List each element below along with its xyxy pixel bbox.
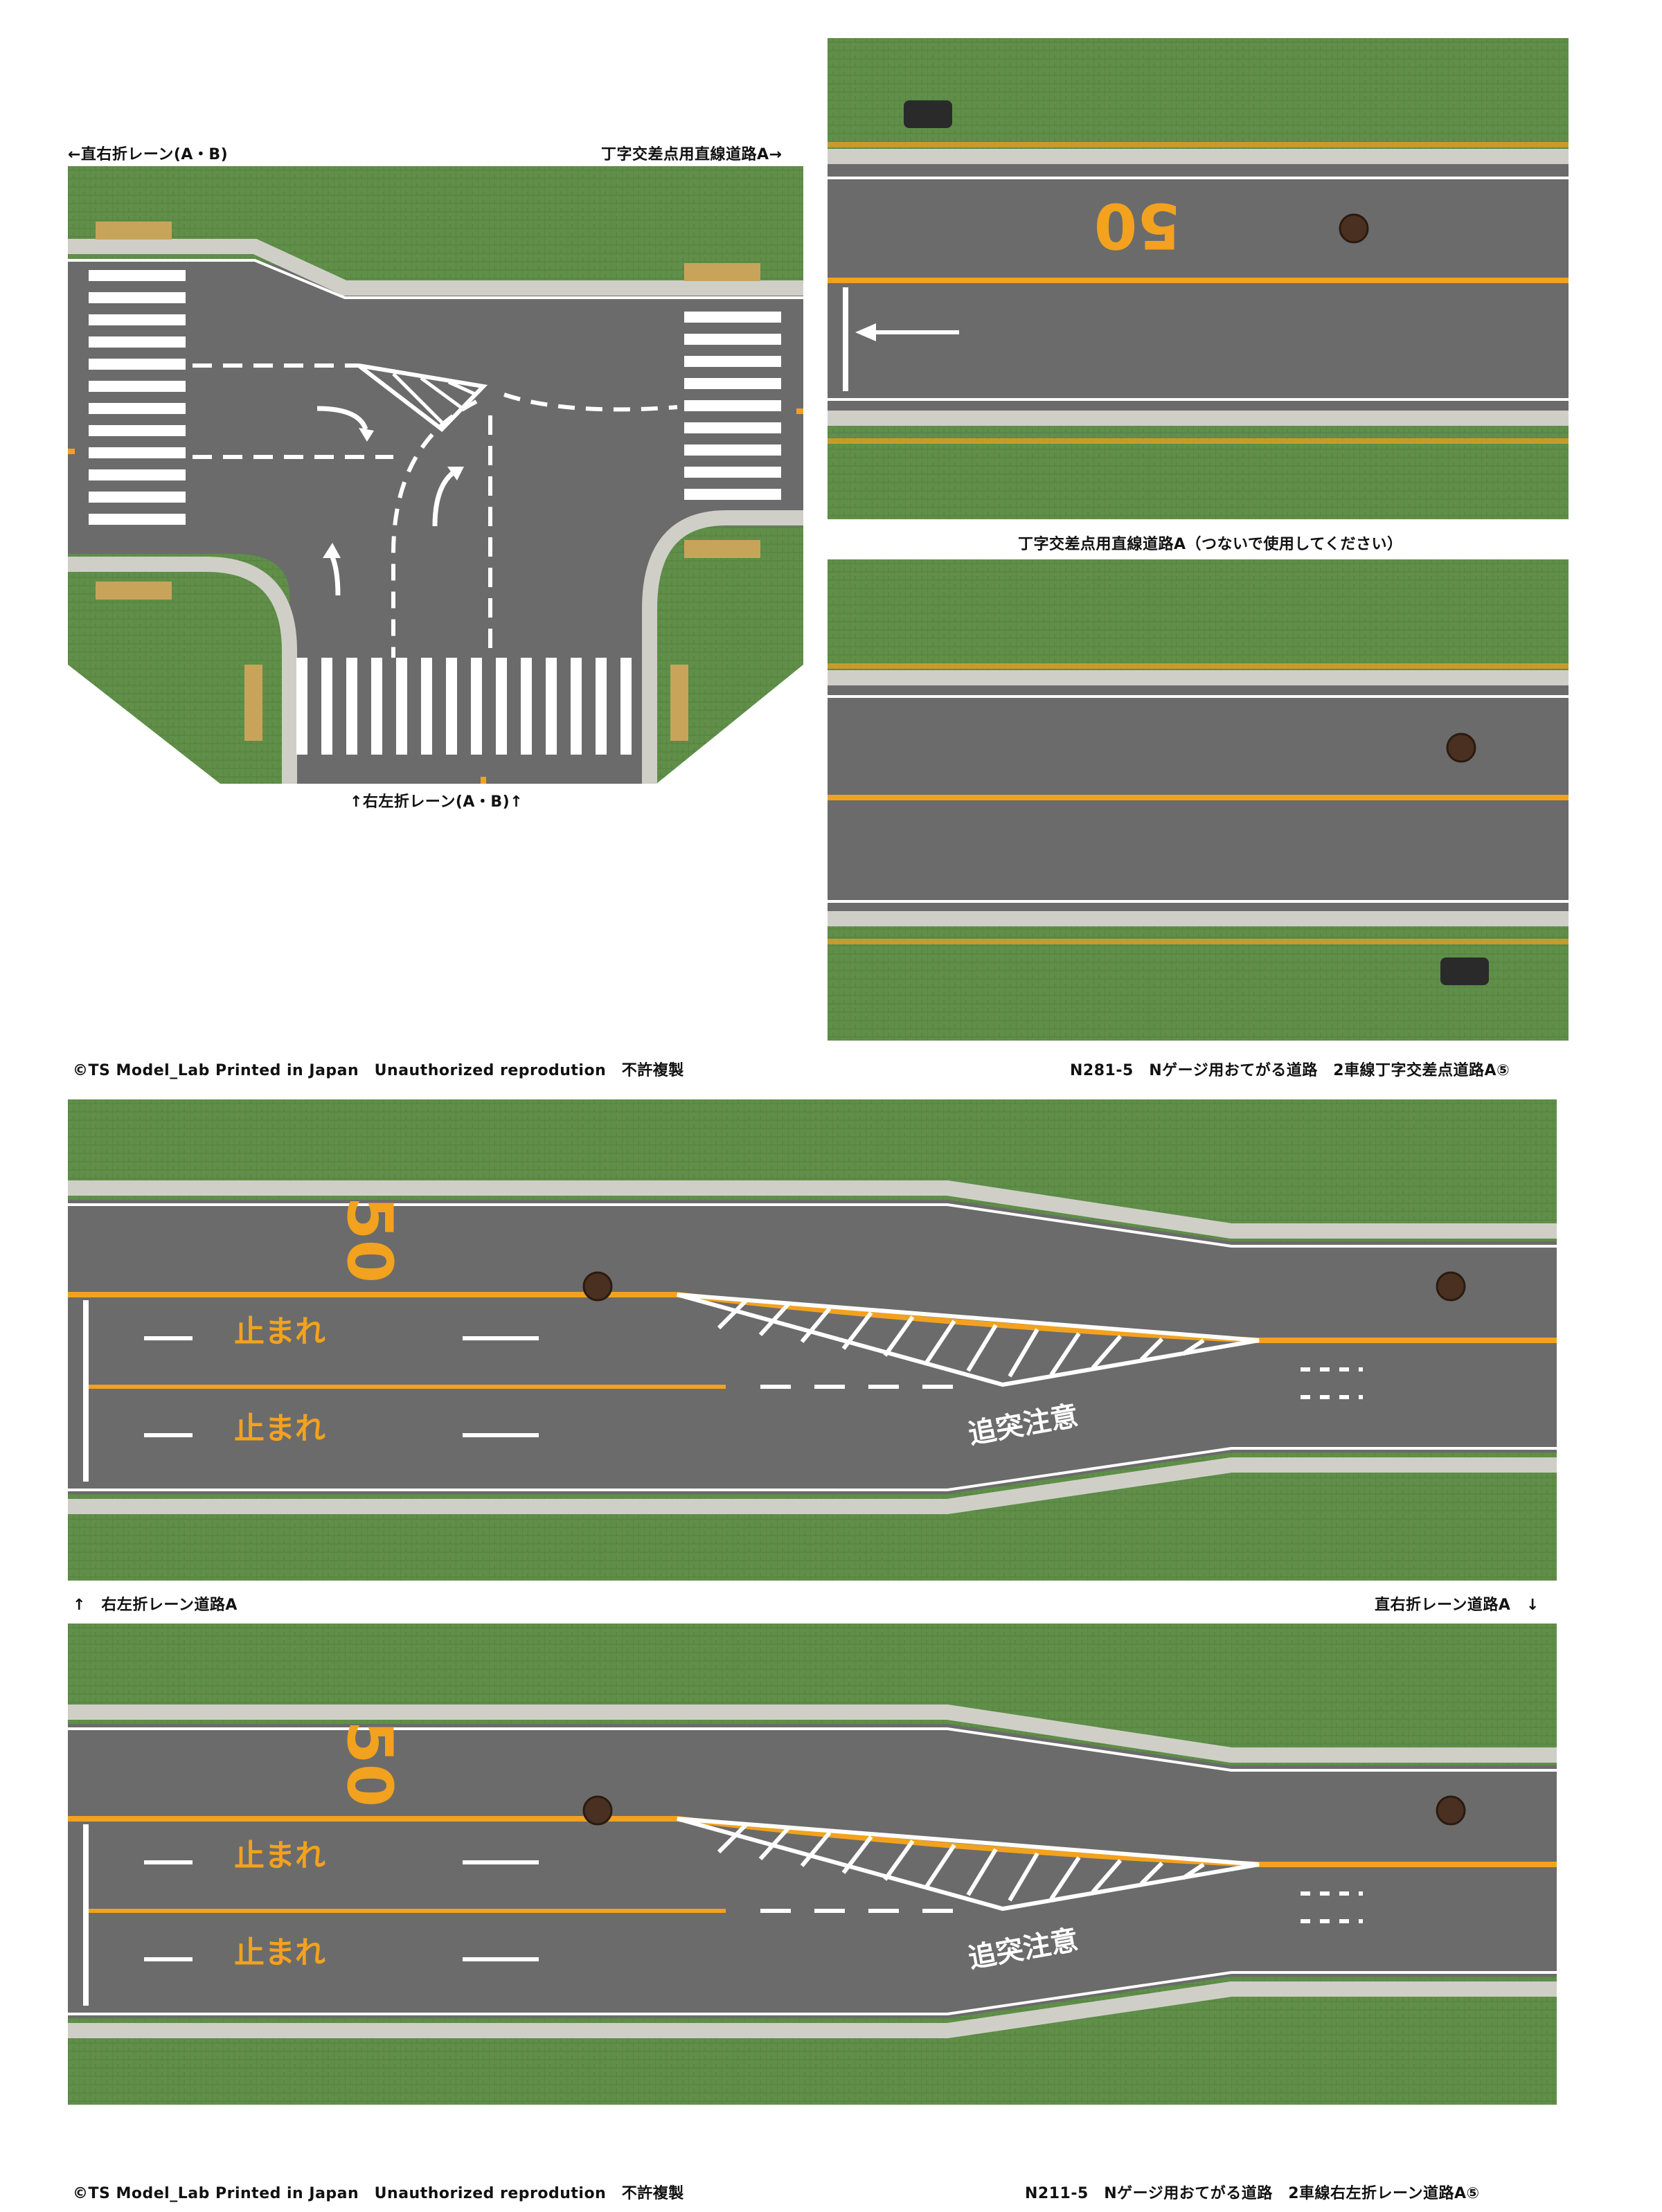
tjunction-panel bbox=[68, 166, 803, 784]
turn-lane-panel-2: 50 止まれ 止まれ 追突注意 bbox=[68, 1624, 1557, 2105]
speed-limit-text: 50 bbox=[1094, 189, 1181, 262]
stop-mark-upper: 止まれ bbox=[234, 1838, 325, 1873]
top-curb bbox=[68, 239, 803, 296]
center-line bbox=[828, 795, 1569, 800]
bottom-left-curb bbox=[68, 557, 297, 784]
lane-dash-right bbox=[503, 393, 678, 412]
product-bottom: N211-5 Nゲージ用おてがる道路 2車線右左折レーン道路A⑤ bbox=[1025, 2185, 1480, 2202]
straight-road-panel-2 bbox=[828, 559, 1569, 1041]
manhole-cover bbox=[1436, 1271, 1466, 1302]
asphalt bbox=[68, 1200, 1557, 1494]
turn-arrow-right bbox=[316, 406, 368, 431]
tactile-block bbox=[96, 222, 172, 240]
stop-line bbox=[83, 1300, 89, 1482]
lane-divider bbox=[89, 1909, 726, 1913]
crosswalk-left bbox=[89, 270, 186, 525]
center-line bbox=[68, 1292, 1557, 1343]
crosswalk-bottom bbox=[296, 658, 632, 755]
speed-limit-text: 50 bbox=[333, 1196, 406, 1283]
stop-mark-lower: 止まれ bbox=[234, 1411, 325, 1446]
mid-left-label: ↑ 右左折レーン道路A bbox=[73, 1597, 238, 1614]
hatched-island bbox=[677, 1293, 1260, 1387]
drain-grate bbox=[904, 100, 952, 128]
stop-mark-upper: 止まれ bbox=[234, 1314, 325, 1349]
manhole-cover bbox=[582, 1271, 613, 1302]
lane-arrows bbox=[144, 1860, 1363, 1961]
turn-lane-panel-1: 50 止まれ 止まれ 追突注意 bbox=[68, 1099, 1557, 1581]
stop-line bbox=[843, 287, 848, 391]
bottom-right-curb bbox=[642, 510, 803, 784]
manhole-cover bbox=[1446, 732, 1476, 763]
product-top: N281-5 Nゲージ用おてがる道路 2車線丁字交差点道路A⑤ bbox=[1070, 1062, 1510, 1079]
straight-road-panel-1: 50 bbox=[828, 38, 1569, 519]
tjunction-bottom-label: ↑右左折レーン(A・B)↑ bbox=[350, 793, 524, 811]
hatched-island bbox=[677, 1817, 1260, 1912]
manhole-cover bbox=[582, 1795, 613, 1826]
crosswalk-right bbox=[684, 312, 781, 500]
straight-caption: 丁字交差点用直線道路A（つないで使用してください） bbox=[1018, 536, 1403, 553]
turn-arrow-left bbox=[432, 469, 458, 527]
lane-arrows bbox=[144, 1336, 1363, 1437]
tjunction-left-label: ←直右折レーン(A・B) bbox=[68, 146, 229, 163]
copyright-top: ©TS Model_Lab Printed in Japan Unauthori… bbox=[73, 1062, 684, 1079]
copyright-bottom: ©TS Model_Lab Printed in Japan Unauthori… bbox=[73, 2185, 684, 2202]
manhole-cover bbox=[1436, 1795, 1466, 1826]
center-line bbox=[828, 278, 1569, 283]
speed-limit-text: 50 bbox=[333, 1720, 406, 1807]
mid-right-label: 直右折レーン道路A ↓ bbox=[1375, 1597, 1539, 1614]
tjunction-right-label: 丁字交差点用直線道路A→ bbox=[601, 146, 783, 163]
manhole-cover bbox=[1339, 213, 1369, 244]
asphalt bbox=[68, 1724, 1557, 2018]
drain-grate bbox=[1440, 957, 1489, 985]
stop-line bbox=[83, 1824, 89, 2006]
center-line bbox=[68, 1816, 1557, 1867]
lane-divider bbox=[89, 1385, 726, 1389]
turn-lane-dash bbox=[391, 399, 478, 658]
stop-mark-lower: 止まれ bbox=[234, 1935, 325, 1970]
